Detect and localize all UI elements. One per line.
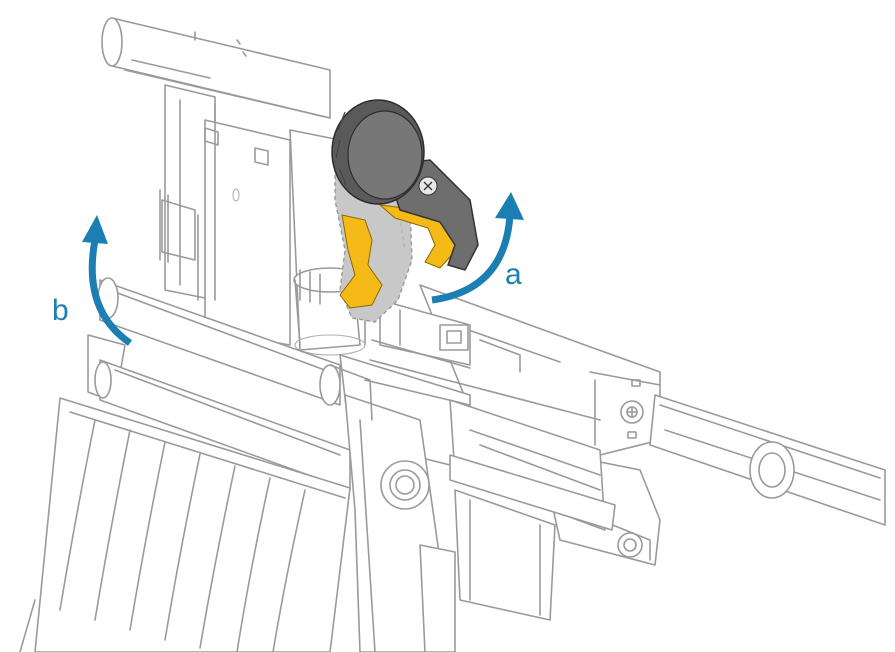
printer-center-mechanism <box>339 299 616 621</box>
callout-label-a: a <box>505 258 522 291</box>
guide-plate-ribs <box>59 419 306 652</box>
arrow-a <box>431 192 524 304</box>
printhead-release-knob <box>331 99 479 271</box>
arrow-b <box>82 215 133 346</box>
printer-front-frame <box>19 277 456 652</box>
callout-label-b: b <box>52 294 69 327</box>
